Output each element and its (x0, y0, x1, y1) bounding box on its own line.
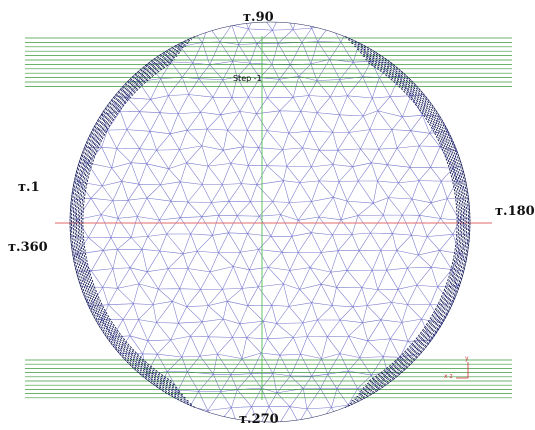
roller-boundary-outline (69, 21, 471, 423)
point-label-90: т.90 (243, 10, 274, 25)
right-boundary-arc (359, 52, 463, 392)
point-label-270: т.270 (239, 412, 279, 427)
right-boundary-arc (348, 39, 469, 405)
left-boundary-arc (72, 42, 189, 402)
mesh-edges (70, 22, 470, 422)
left-boundary-arc (77, 52, 181, 392)
point-label-1: т.1 (18, 180, 40, 195)
right-boundary-arc (365, 58, 460, 386)
left-boundary-arc (76, 48, 183, 396)
left-boundary-arc (82, 62, 173, 382)
left-boundary-arc (71, 39, 192, 405)
left-boundary-arc (79, 55, 178, 389)
right-boundary-arc (351, 42, 468, 402)
triangular-mesh (70, 22, 470, 422)
right-boundary-arc (367, 62, 458, 382)
right-boundary-arc (354, 45, 466, 399)
left-boundary-arc (74, 45, 186, 399)
point-label-180: т.180 (495, 204, 535, 219)
axis-triad-xz-label: x z (444, 373, 453, 380)
point-label-360: т.360 (8, 240, 48, 255)
contact-band-lines (25, 37, 512, 399)
right-boundary-arc (362, 55, 461, 389)
axis-triad-y-label: y (465, 355, 469, 362)
axis-triad-icon (456, 362, 469, 379)
left-boundary-arc (80, 58, 175, 386)
outer-circle (69, 21, 471, 423)
step-label: Step -1 (233, 74, 262, 83)
right-boundary-arc (357, 48, 464, 396)
